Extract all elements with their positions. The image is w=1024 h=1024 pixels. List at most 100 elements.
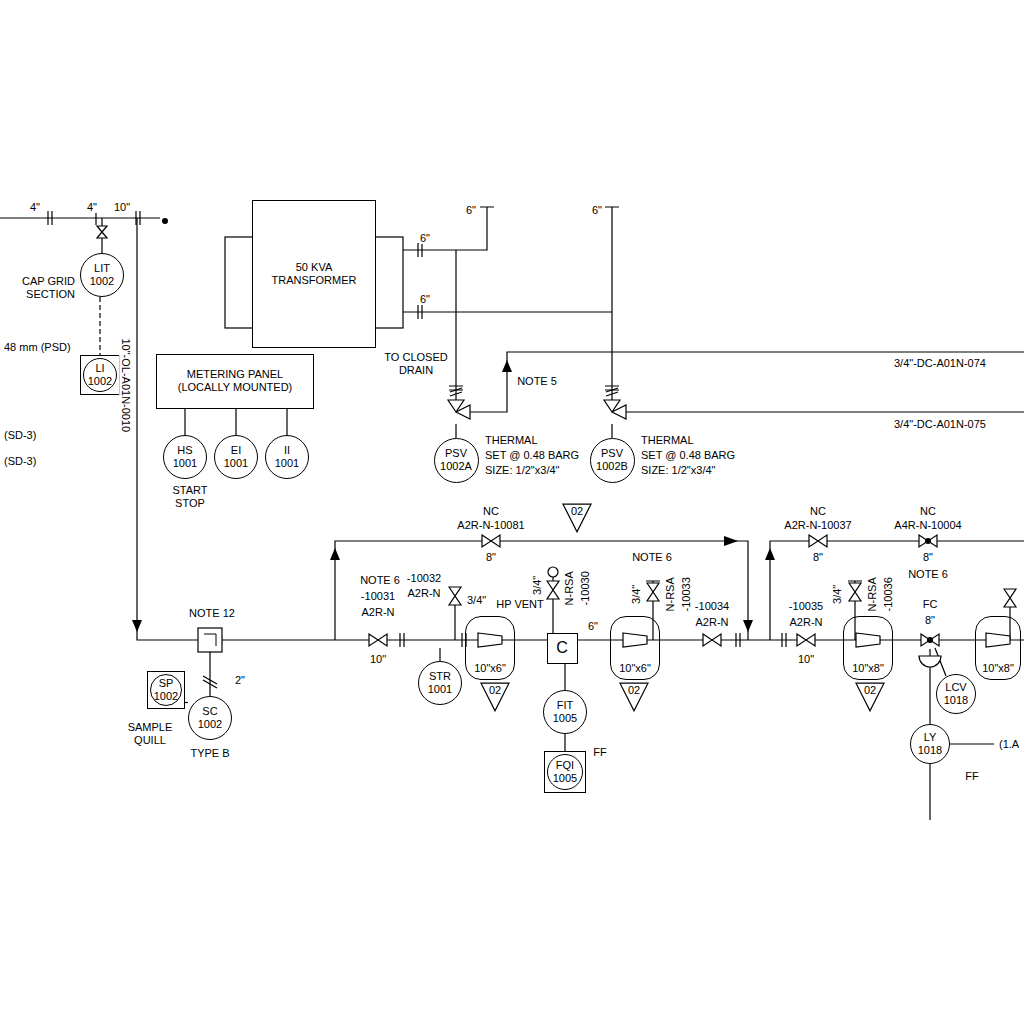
- vent-valve: [647, 583, 659, 601]
- instrument-bubble: LIT1002: [80, 253, 124, 297]
- tag-text: II: [284, 444, 290, 457]
- instrument-bubble: LY1018: [910, 724, 950, 764]
- pipe-label: 8": [485, 551, 497, 564]
- tag-text: FQI: [556, 759, 574, 772]
- pipe-label: N-RSA: [664, 576, 677, 612]
- pipe-label: NC: [482, 505, 500, 518]
- reducer-symbol: [478, 633, 502, 647]
- tag-text: 02: [864, 684, 876, 697]
- tag-number: 1001: [224, 457, 248, 470]
- tag-text: C: [556, 639, 568, 657]
- pipe-label: SET @ 0.48 BARG: [640, 449, 736, 462]
- pipe-label: 6": [465, 204, 477, 217]
- tag-number: 1001: [173, 457, 197, 470]
- pipe-label: -10036: [882, 576, 895, 612]
- pipe-label: A2R-N-10081: [456, 519, 525, 532]
- tag-text: FIT: [557, 699, 574, 712]
- pipe-label: 3/4"-DC-A01N-075: [893, 418, 987, 431]
- junction-mark: [204, 634, 216, 646]
- tag-text: 02: [489, 684, 501, 697]
- tag-text: 10"x6": [473, 662, 507, 675]
- pipe-label: SET @ 0.48 BARG: [484, 449, 580, 462]
- revision-triangle: 02: [480, 682, 510, 712]
- pipe-label: THERMAL: [484, 434, 539, 447]
- tap-valve: [97, 226, 107, 238]
- pipe-label: 8": [922, 551, 934, 564]
- pipe-label: A2R-N: [406, 587, 441, 600]
- tag-number: 1001: [428, 683, 452, 696]
- pipe-label: START STOP: [169, 484, 211, 509]
- gate-valve: [369, 634, 387, 646]
- instrument-bubble: STR1001: [418, 661, 462, 705]
- pipe-label: -10032: [406, 572, 442, 585]
- flange: [48, 207, 786, 647]
- pipe-label: NOTE 6: [359, 574, 401, 587]
- signal-line: [99, 297, 100, 355]
- pipe-label: (SD-3): [3, 429, 37, 442]
- side-box: [375, 237, 403, 328]
- tag-text: 10"x6": [618, 662, 652, 675]
- signal-line: [286, 409, 287, 436]
- flow-arrow: [765, 548, 775, 560]
- flow-arrow: [724, 536, 738, 546]
- tag-text: 50 KVA TRANSFORMER: [257, 261, 371, 286]
- instrument-line: [210, 424, 1010, 820]
- pipe-label: -10033: [680, 576, 693, 612]
- vent-cap: [548, 567, 558, 577]
- pipe-label: HP VENT: [495, 598, 544, 611]
- pipe-label: 10": [113, 201, 131, 214]
- tag-number: 1018: [918, 744, 942, 757]
- instrument-bubble: LCV1018: [936, 674, 976, 714]
- pipe-label: 48 mm (PSD): [3, 341, 72, 354]
- pipe-label: NOTE 6: [907, 568, 949, 581]
- instrument-bubble: SC1002: [188, 696, 232, 740]
- pipe-label: -10030: [579, 570, 592, 606]
- reducer-tag: 10"x6": [610, 616, 660, 680]
- pipe-label: 8": [812, 551, 824, 564]
- actuator: [919, 656, 941, 667]
- pipe-label: A2R-N-10037: [783, 519, 852, 532]
- pipe-label: NOTE 5: [516, 375, 558, 388]
- equipment-box: 50 KVA TRANSFORMER: [252, 200, 376, 348]
- valve-dot: [925, 538, 931, 544]
- revision-triangle: 02: [855, 682, 885, 712]
- tag-number: 1002: [154, 690, 178, 703]
- pipe-label: (SD-3): [3, 455, 37, 468]
- reducer-tag: 10"x6": [465, 616, 515, 680]
- instrument-bubble: PSV1002A: [434, 438, 479, 483]
- valve-dot: [927, 637, 933, 643]
- tag-text: PSV: [601, 447, 623, 460]
- tag-number: 1018: [944, 694, 968, 707]
- pipe-label: 3/4": [532, 574, 545, 595]
- vent-valve: [1004, 589, 1016, 607]
- pipe-label: A2R-N: [360, 606, 395, 619]
- gate-valve: [809, 535, 827, 547]
- pipe-label: 4": [86, 201, 98, 214]
- pipe-label: 8": [924, 614, 936, 627]
- signal-line: [235, 409, 236, 436]
- instrument-bubble: PSV1002B: [590, 438, 635, 483]
- gate-valve: [797, 634, 815, 646]
- tag-number: 1005: [553, 772, 577, 785]
- revision-triangle: 02: [619, 682, 649, 712]
- pipe-label: SIZE: 1/2"x3/4": [640, 464, 716, 477]
- signal-line: [564, 734, 565, 751]
- process-pipe: [0, 207, 1024, 640]
- signal-line: [185, 702, 188, 703]
- pipe-label: A2R-N: [694, 616, 729, 629]
- pipe-label: THERMAL: [640, 434, 695, 447]
- pipe-label: 10": [797, 653, 815, 666]
- pipe-label: 2": [234, 674, 246, 687]
- tag-text: 02: [571, 505, 583, 518]
- tag-text: SP: [159, 677, 174, 690]
- flow-element: C: [547, 633, 578, 664]
- reducer-symbol: [623, 633, 647, 647]
- tag-number: 1005: [553, 712, 577, 725]
- tag-text: METERING PANEL (LOCALLY MOUNTED): [161, 368, 309, 393]
- pipe-label: 3/4"-DC-A01N-074: [893, 357, 987, 370]
- instrument-bubble: FIT1005: [543, 690, 587, 734]
- instrument-bubble: HS1001: [163, 435, 207, 479]
- tag-text: LIT: [94, 262, 110, 275]
